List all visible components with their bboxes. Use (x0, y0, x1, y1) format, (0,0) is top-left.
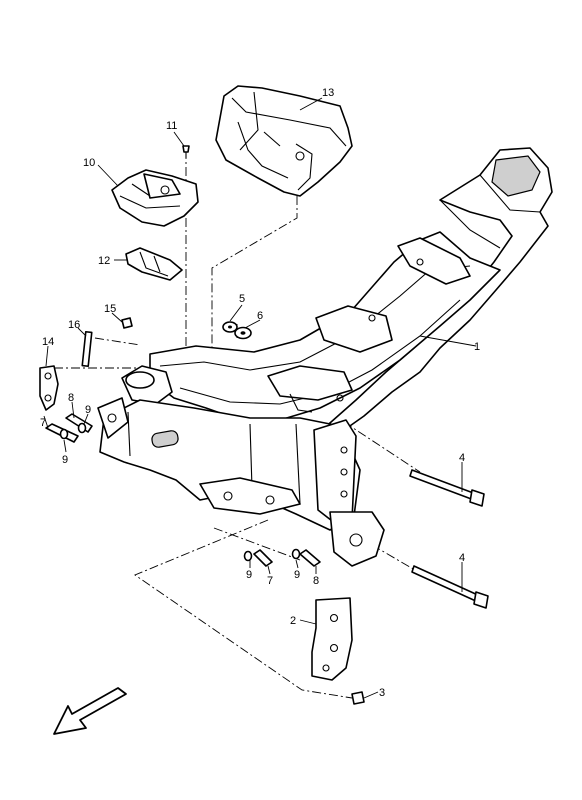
callout-9: 9 (62, 454, 68, 466)
callout-13: 13 (322, 87, 334, 99)
callout-8: 8 (313, 575, 319, 587)
part-1-main-frame (97, 147, 553, 567)
callout-10: 10 (83, 157, 95, 169)
callout-9: 9 (246, 569, 252, 581)
part-16-rod (81, 330, 93, 368)
callout-14: 14 (42, 336, 54, 348)
callout-15: 15 (104, 303, 116, 315)
part-4-bolts (409, 469, 489, 609)
callout-2: 2 (290, 615, 296, 627)
callout-8: 8 (68, 392, 74, 404)
part-15-bolt (121, 317, 133, 329)
part-6-washer (234, 326, 252, 340)
callout-4: 4 (459, 452, 465, 464)
callout-16: 16 (68, 319, 80, 331)
callout-9: 9 (85, 404, 91, 416)
front-direction-arrow-icon (53, 687, 127, 735)
callout-1: 1 (474, 341, 480, 353)
leader-lines (43, 97, 477, 699)
lower-mount-bolts (243, 548, 321, 567)
callout-7: 7 (267, 575, 273, 587)
callout-12: 12 (98, 255, 110, 267)
part-5-collar (222, 321, 238, 333)
callout-4: 4 (459, 552, 465, 564)
part-3-bolt (351, 691, 365, 705)
callout-6: 6 (257, 310, 263, 322)
part-11-screw (182, 145, 190, 158)
part-2-plate (311, 597, 353, 681)
callout-9: 9 (294, 569, 300, 581)
callout-3: 3 (379, 687, 385, 699)
callout-5: 5 (239, 293, 245, 305)
part-13-rear-cover (215, 85, 353, 197)
callout-11: 11 (166, 120, 177, 132)
left-mount-bolts (45, 413, 93, 443)
part-14-bracket (39, 365, 59, 411)
callout-labels: 1 2 3 4 4 5 6 7 7 8 8 9 9 9 9 10 11 12 1… (40, 87, 480, 699)
part-12-holder (125, 247, 183, 281)
part-10-cover (111, 169, 199, 227)
callout-7: 7 (40, 417, 46, 429)
